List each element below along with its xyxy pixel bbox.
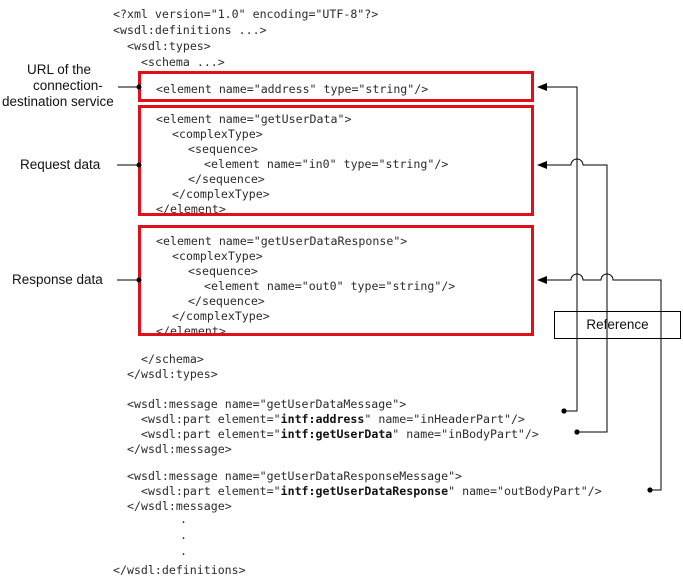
url-label-line2: connection-: [33, 78, 103, 93]
ellipsis-dot: .: [180, 544, 187, 558]
message-close: </wsdl:message>: [127, 442, 232, 456]
complextype-open: <complexType>: [172, 127, 263, 141]
response-wire: [545, 273, 662, 491]
inbodypart-dot: [574, 429, 580, 435]
element-close: </element>: [156, 202, 226, 216]
ellipsis-dot: .: [180, 512, 187, 526]
part-address-line: <wsdl:part element="intf:address" name="…: [141, 412, 525, 426]
outbodypart-dot: [647, 487, 653, 493]
schema-close: </schema>: [141, 352, 204, 366]
part-getuserdataresponse-line: <wsdl:part element="intf:getUserDataResp…: [141, 484, 602, 498]
types-close: </wsdl:types>: [127, 367, 218, 381]
xml-declaration: <?xml version="1.0" encoding="UTF-8"?>: [113, 7, 379, 21]
part-getuserdata-line: <wsdl:part element="intf:getUserData" na…: [141, 427, 539, 441]
request-highlight-box: [138, 105, 534, 216]
message-close: </wsdl:message>: [127, 499, 232, 513]
address-wire: [545, 86, 578, 412]
address-element-line: <element name="address" type="string"/>: [156, 82, 429, 96]
ellipsis-dot: .: [180, 528, 187, 542]
reference-box: Reference: [554, 311, 681, 339]
request-data-label: Request data: [20, 157, 101, 172]
getuserdata-element-open: <element name="getUserData">: [156, 112, 352, 126]
sequence-close: </sequence>: [188, 172, 265, 186]
schema-open: <schema ...>: [141, 55, 225, 69]
sequence-close: </sequence>: [188, 294, 265, 308]
request-label-dot: [136, 162, 142, 168]
url-label-line3: destination service: [2, 94, 114, 109]
url-label-line1: URL of the: [27, 62, 92, 77]
getuserdataresponse-element-open: <element name="getUserDataResponse">: [156, 234, 408, 248]
request-arrowhead: [537, 161, 547, 169]
complextype-close: </complexType>: [172, 309, 270, 323]
response-arrowhead: [537, 276, 547, 284]
complextype-open: <complexType>: [172, 249, 263, 263]
message-open-response: <wsdl:message name="getUserDataResponseM…: [127, 469, 463, 483]
types-open: <wsdl:types>: [127, 39, 211, 53]
sequence-open: <sequence>: [188, 142, 258, 156]
url-label-dot: [136, 84, 142, 90]
inheaderpart-dot: [561, 408, 567, 414]
response-data-label: Response data: [12, 272, 103, 287]
reference-label: Reference: [586, 317, 649, 332]
complextype-close: </complexType>: [172, 187, 270, 201]
response-label-dot: [136, 277, 142, 283]
definitions-open: <wsdl:definitions ...>: [113, 23, 267, 37]
sequence-open: <sequence>: [188, 264, 258, 278]
message-open-request: <wsdl:message name="getUserDataMessage">: [127, 397, 407, 411]
definitions-close: </wsdl:definitions>: [113, 563, 246, 577]
getuserdata-wire: [545, 158, 608, 433]
address-arrowhead: [537, 83, 547, 91]
in0-element-line: <element name="in0" type="string"/>: [204, 157, 449, 171]
out0-element-line: <element name="out0" type="string"/>: [204, 279, 456, 293]
